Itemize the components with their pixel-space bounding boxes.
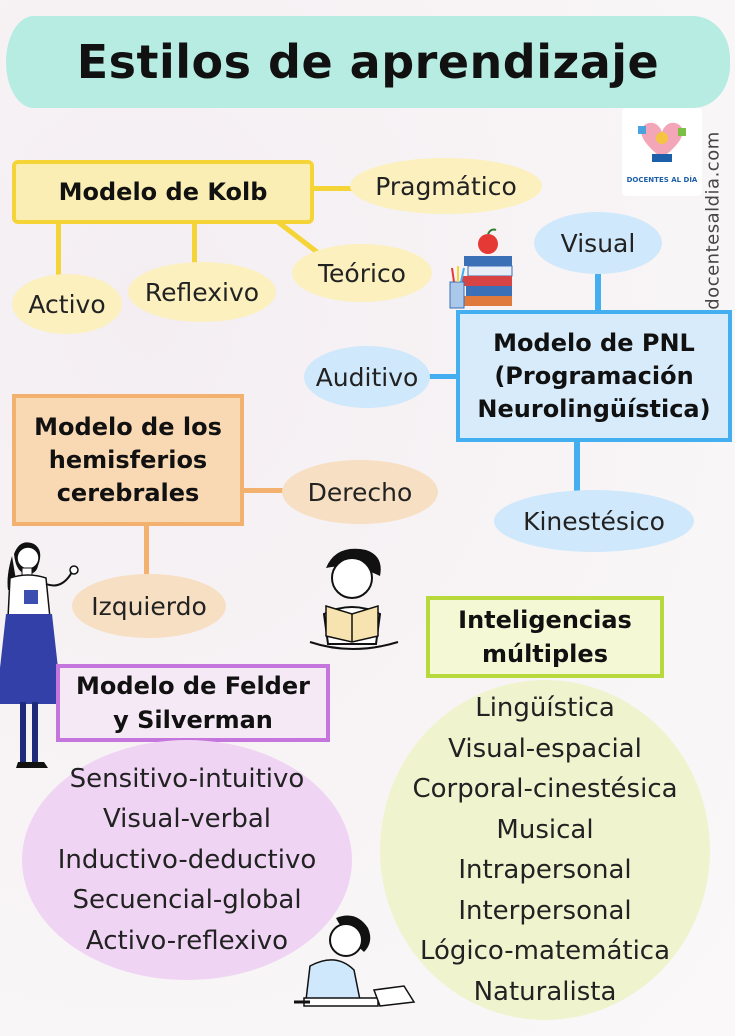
pnl-item-label: Kinestésico (523, 506, 665, 536)
felder-item: Sensitivo-intuitivo (69, 763, 305, 794)
kolb-model-box: Modelo de Kolb (12, 160, 314, 224)
pnl-model-box: Modelo de PNL (Programación Neurolingüís… (456, 310, 732, 442)
kolb-item: Teórico (292, 244, 432, 302)
hemisferios-title-line: cerebrales (56, 478, 200, 507)
pnl-item: Kinestésico (494, 490, 694, 552)
inteligencias-item: Intrapersonal (458, 855, 632, 885)
page-title: Estilos de aprendizaje (76, 35, 660, 89)
watermark-text: docentesaldia.com (702, 130, 724, 310)
kolb-item-label: Activo (28, 289, 106, 319)
felder-item: Inductivo-deductivo (57, 844, 317, 875)
drawing-child-icon (294, 915, 416, 1007)
pnl-item: Auditivo (304, 346, 430, 408)
inteligencias-item: Musical (496, 814, 594, 845)
title-banner: Estilos de aprendizaje (6, 16, 730, 108)
felder-items-circle: Sensitivo-intuitivo Visual-verbal Induct… (22, 740, 352, 980)
pnl-title-line: Neurolingüística) (477, 394, 711, 423)
hemisferios-item-label: Derecho (307, 477, 413, 507)
felder-item: Secuencial-global (72, 885, 302, 916)
inteligencias-item: Interpersonal (458, 895, 632, 926)
inteligencias-item: Lógico-matemática (419, 936, 671, 966)
kolb-title: Modelo de Kolb (58, 178, 268, 206)
inteligencias-items-circle: Lingüística Visual-espacial Corporal-cin… (380, 680, 710, 1020)
reading-child-icon (309, 548, 399, 650)
pnl-item-label: Visual (560, 228, 636, 258)
hemisferios-title-line: hemisferios (48, 445, 208, 474)
hemisferios-item: Derecho (282, 460, 438, 524)
inteligencias-title-line: múltiples (481, 640, 608, 668)
pnl-item-label: Auditivo (315, 362, 419, 392)
logo-text: DOCENTES AL DÍA (626, 176, 698, 184)
pnl-connector (595, 274, 601, 312)
inteligencias-title-line: Inteligencias (458, 606, 632, 634)
kolb-connector (56, 222, 61, 284)
hemisferios-connector (242, 488, 286, 493)
watermark: docentesaldia.com (698, 131, 728, 309)
felder-item: Visual-verbal (102, 804, 272, 835)
pnl-item: Visual (534, 212, 662, 274)
inteligencias-item: Naturalista (473, 976, 617, 1007)
kolb-item: Activo (12, 274, 122, 334)
pnl-title-line: (Programación (494, 361, 694, 390)
hemisferios-title-line: Modelo de los (34, 412, 222, 441)
pnl-connector (574, 440, 580, 492)
docentes-logo-icon: DOCENTES AL DÍA (622, 108, 702, 196)
kolb-item-label: Reflexivo (144, 277, 260, 307)
kolb-item: Reflexivo (128, 262, 276, 322)
inteligencias-model-box: Inteligencias múltiples (426, 596, 664, 678)
felder-title-line: Modelo de Felder (76, 672, 310, 700)
kolb-item: Pragmático (350, 158, 542, 214)
kolb-connector (312, 186, 362, 191)
kolb-connector (192, 222, 197, 266)
kolb-item-label: Pragmático (375, 171, 517, 201)
felder-model-box: Modelo de Felder y Silverman (56, 664, 330, 742)
teacher-figure-icon (0, 542, 79, 768)
pnl-connector (428, 374, 458, 379)
hemisferios-item: Izquierdo (72, 574, 226, 638)
books-apple-icon (449, 228, 513, 309)
kolb-item-label: Teórico (318, 258, 406, 288)
felder-item: Activo-reflexivo (85, 925, 289, 956)
hemisferios-model-box: Modelo de los hemisferios cerebrales (12, 394, 244, 526)
inteligencias-item: Corporal-cinestésica (412, 774, 678, 804)
hemisferios-item-label: Izquierdo (91, 591, 207, 621)
hemisferios-connector (144, 524, 149, 582)
pnl-title-line: Modelo de PNL (493, 328, 695, 357)
inteligencias-item: Lingüística (475, 693, 615, 723)
felder-title-line: y Silverman (113, 706, 273, 734)
inteligencias-item: Visual-espacial (448, 733, 642, 764)
